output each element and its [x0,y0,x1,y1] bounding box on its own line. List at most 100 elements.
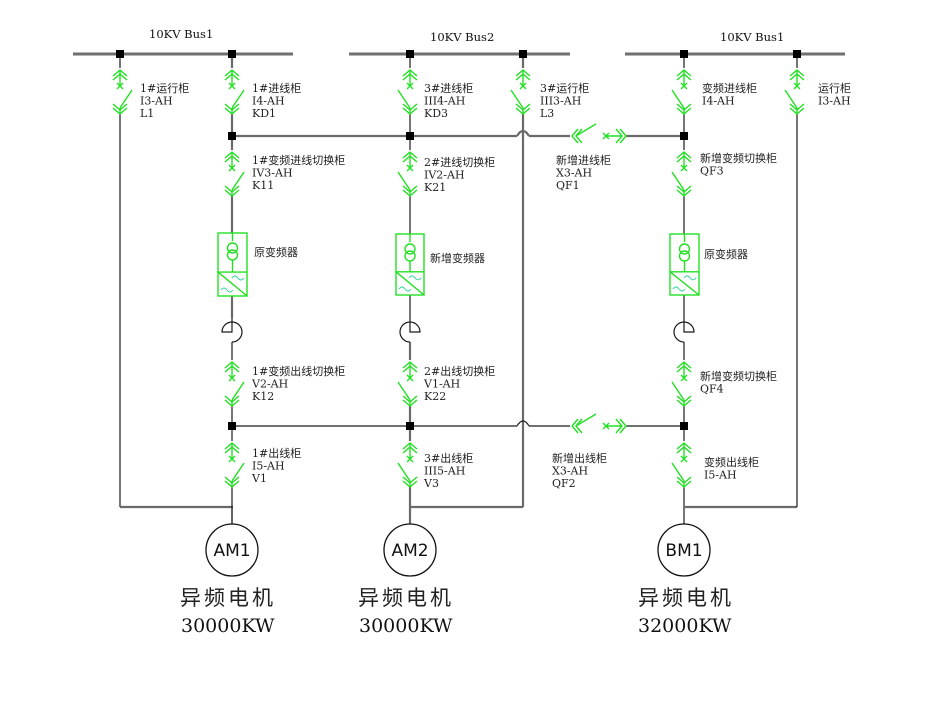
bus-right-label: 10KV Bus1 [720,30,784,44]
switch-name: 新增进线柜 [556,153,611,167]
junction-dot [406,50,414,58]
switch-symbols [112,68,805,488]
switch-name: 1#出线柜 [252,446,301,460]
switch-sw-L3[interactable] [510,68,531,115]
converter-vfd-1[interactable]: 原变频器 [217,232,298,297]
switch-code: V2-AH [251,378,288,391]
switch-code: IV2-AH [424,169,465,182]
transformer-icon [404,243,416,255]
switch-name: 1#变频出线切换柜 [252,364,345,378]
switch-code: QF4 [700,383,724,396]
switch-name: 1#变频进线切换柜 [252,153,345,167]
cable-termination-icon [399,318,421,343]
switch-sw-vf-out[interactable] [671,441,692,488]
switch-name: 新增变频切换柜 [700,151,777,165]
switch-sw-K21[interactable] [397,150,418,197]
switch-sw-QF4[interactable] [671,360,692,407]
junction-dot [680,50,688,58]
switch-sw-V3[interactable] [397,441,418,488]
motor-id: BM1 [665,541,702,561]
switch-sw-V1[interactable] [224,441,245,488]
transformer-icon [226,242,239,254]
switch-code: V1 [251,472,267,485]
switch-name: 新增出线柜 [552,451,607,465]
converter-vfd-2[interactable]: 新增变频器 [395,233,485,296]
switch-code: QF2 [552,477,576,490]
switch-code: I5-AH [704,469,737,482]
motor-type: 异频电机 [358,586,454,610]
switch-sw-run-right[interactable] [784,68,805,115]
junction-dot [228,50,236,58]
switch-code: I5-AH [252,460,285,473]
switch-sw-K11[interactable] [224,150,245,197]
switch-sw-vf-in[interactable] [671,68,692,115]
switch-name: 变频出线柜 [704,455,759,469]
switch-code: I3-AH [818,95,851,108]
junction-dot [793,50,801,58]
switch-code: III5-AH [424,465,465,478]
switch-code: K21 [424,181,446,194]
switch-code: QF3 [700,165,724,178]
junction-dot [116,50,124,58]
motor-power: 30000KW [359,615,453,637]
junction-dot [406,422,414,430]
switch-code: III4-AH [424,95,465,108]
switch-sw-L1[interactable] [112,68,133,115]
switch-code: I4-AH [252,95,285,108]
junction-dot [519,50,527,58]
converter-icon [217,271,248,297]
motor-AM1[interactable]: AM1 异频电机 30000KW [180,507,276,637]
switch-code: KD3 [424,107,448,120]
motor-type: 异频电机 [638,586,734,610]
converter-vfd-3[interactable]: 原变频器 [669,233,748,296]
switch-name: 3#出线柜 [424,451,473,465]
cable-terminations [221,318,695,343]
switch-name: 2#出线切换柜 [424,364,495,378]
motor-type: 异频电机 [180,586,276,610]
switch-name: 3#进线柜 [424,81,473,95]
switch-name: 3#运行柜 [540,82,589,95]
switch-code: III3-AH [540,95,581,108]
motor-power: 30000KW [181,615,275,637]
converter-label: 新增变频器 [430,251,485,265]
switch-code: QF1 [556,179,580,192]
switch-code: K22 [424,390,446,403]
switch-sw-KD1[interactable] [224,68,245,115]
switch-sw-KD3[interactable] [397,68,418,115]
junctions [116,50,801,430]
motor-AM2[interactable]: AM2 异频电机 30000KW [358,523,454,637]
converter-icon [669,271,700,296]
converter-label: 原变频器 [254,245,298,259]
motor-power: 32000KW [638,615,732,637]
converters: 原变频器 新增变频器 原变频器 [217,232,748,297]
switch-sw-QF1[interactable] [570,123,627,144]
switch-code: X3-AH [556,167,592,180]
switch-name: 1#进线柜 [252,81,301,95]
transformer-icon [678,243,691,255]
switch-name: 运行柜 [818,82,851,95]
converter-icon [395,271,425,296]
switch-sw-K22[interactable] [397,360,418,407]
switch-code: L3 [540,107,554,120]
junction-dot [406,132,414,140]
switch-sw-K12[interactable] [224,360,245,407]
converter-label: 原变频器 [704,247,748,261]
switchgear-labels: 1#运行柜I3-AHL11#进线柜I4-AHKD13#进线柜III4-AHKD3… [140,81,851,490]
switch-code: K12 [252,390,274,403]
bus-left-label: 10KV Bus1 [149,27,213,41]
switch-sw-QF2[interactable] [570,413,627,434]
switch-code: V1-AH [423,378,460,391]
motor-circle-icon [383,523,437,577]
motor-circle-icon [205,523,259,577]
switch-code: I4-AH [702,95,735,108]
switch-sw-QF3[interactable] [671,150,692,197]
switch-name: 1#运行柜 [140,82,189,95]
junction-dot [680,132,688,140]
motor-BM1[interactable]: BM1 异频电机 32000KW [638,523,734,637]
switch-name: 新增变频切换柜 [700,369,777,383]
switch-name: 变频进线柜 [702,81,757,95]
switch-code: KD1 [252,107,276,120]
motor-id: AM1 [213,541,250,561]
motor-id: AM2 [391,541,428,561]
